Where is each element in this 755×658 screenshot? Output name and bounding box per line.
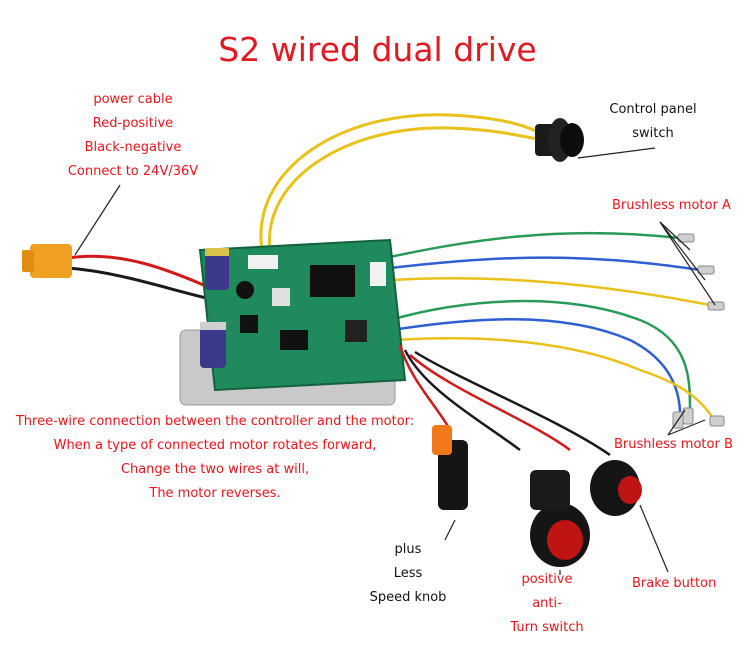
brake-button [590,460,642,516]
speed-knob-line-3: Speed knob [369,590,447,605]
three-wire-line-4: The motor reverses. [149,486,281,501]
motor-a-wires [384,231,711,307]
motor-b-label: Brushless motor B [614,437,733,452]
control-harness [398,344,611,457]
turn-switch-line-2: anti- [532,596,562,611]
turn-switch-line-1: positive [521,572,573,587]
controller-board [198,238,407,392]
three-wire-line-2: When a type of connected motor rotates f… [53,438,377,453]
power-cable-label: power cable Red-positive Black-negative … [58,88,208,184]
speed-knob-line-1: plus [394,542,422,557]
three-wire-label: Three-wire connection between the contro… [5,410,425,506]
power-line-3: Black-negative [84,140,182,155]
power-connector [22,244,72,278]
turn-switch-label: positive anti- Turn switch [492,568,602,640]
turn-switch-line-3: Turn switch [510,620,584,635]
power-wires [67,254,216,302]
motor-b-wires [389,299,716,421]
control-panel-label: Control panel switch [598,98,708,146]
power-line-2: Red-positive [92,116,174,131]
capacitors [200,248,229,368]
pointer-lines [74,147,716,575]
motor-a-label: Brushless motor A [612,198,731,213]
control-panel-line-1: Control panel [609,102,697,117]
three-wire-line-3: Change the two wires at will, [120,462,310,477]
turn-switch [530,470,590,567]
speed-knob [432,425,468,510]
motor-a-terminals [677,233,725,311]
power-line-4: Connect to 24V/36V [67,164,199,179]
power-line-1: power cable [93,92,173,107]
control-panel-switch [535,118,584,162]
speed-knob-label: plus Less Speed knob [358,538,458,610]
control-panel-wire [259,113,546,251]
brake-button-label: Brake button [632,576,717,591]
control-panel-line-2: switch [632,126,674,141]
three-wire-line-1: Three-wire connection between the contro… [15,414,415,429]
diagram-title: S2 wired dual drive [218,30,537,69]
speed-knob-line-2: Less [393,566,423,581]
